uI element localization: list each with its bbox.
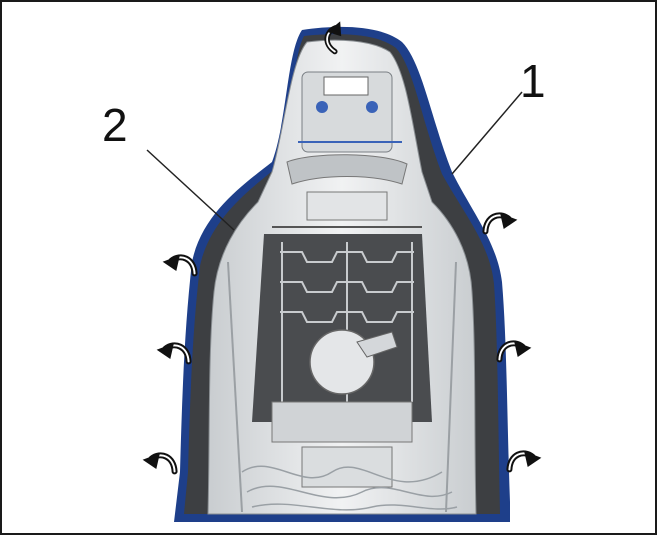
curved-arrow-icon: [141, 448, 178, 475]
curved-arrow-icon: [481, 208, 518, 235]
leader-line-2: [146, 149, 235, 231]
leader-line-1: [451, 91, 523, 175]
bolt: [316, 101, 328, 113]
adjust-motor: [309, 329, 375, 395]
bolt: [366, 101, 378, 113]
callout-2: 2: [102, 99, 128, 151]
wiring-harness: [241, 465, 458, 511]
curved-arrow-icon: [505, 446, 542, 473]
callout-1: 1: [520, 55, 546, 107]
curved-arrow-icon: [161, 250, 198, 277]
